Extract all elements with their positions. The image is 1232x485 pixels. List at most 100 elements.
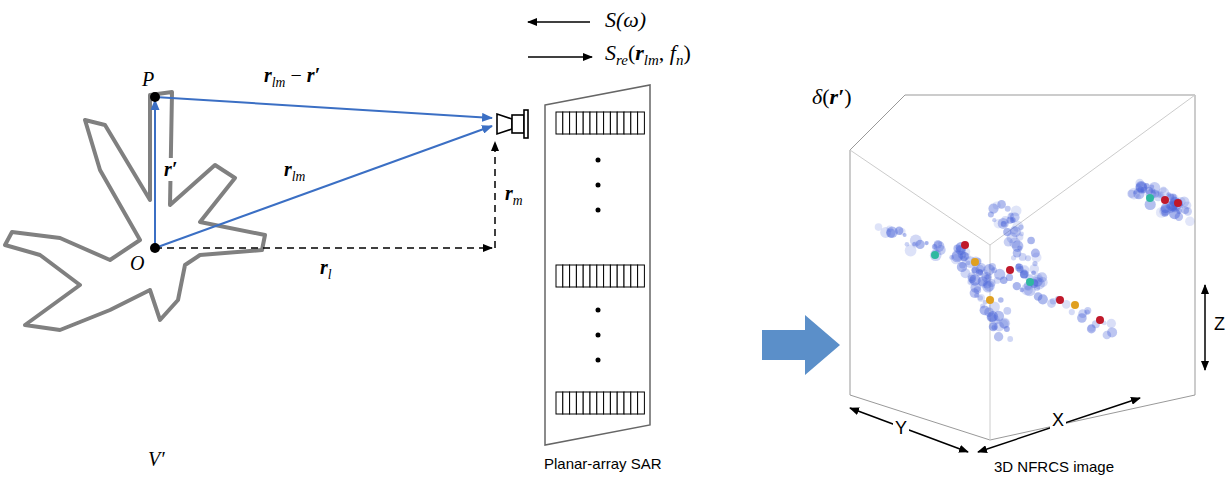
- label-text: X: [1052, 410, 1064, 430]
- label: 3D NFRCS image: [992, 458, 1116, 476]
- label-text: ): [683, 40, 690, 65]
- nfrcs-scatter: [875, 179, 1195, 342]
- scatter-point: [1181, 206, 1189, 214]
- r-l-vector: [155, 247, 492, 249]
- scatter-point: [998, 218, 1009, 229]
- scatter-point: [1013, 282, 1021, 290]
- label: O: [128, 252, 146, 275]
- label-text: O: [130, 252, 144, 274]
- scatter-point: [1027, 237, 1035, 245]
- label-text: Z: [1214, 314, 1225, 334]
- scatter-point: [957, 262, 967, 272]
- r-m-vector: [494, 142, 496, 248]
- array-elements: [556, 112, 644, 414]
- array-cell: [610, 265, 617, 287]
- scatter-peak: [961, 241, 969, 249]
- scatter-point: [1012, 221, 1023, 232]
- scatter-point: [978, 276, 988, 286]
- process-arrow: [762, 315, 840, 375]
- array-cell: [563, 265, 570, 287]
- array-cell: [610, 112, 617, 134]
- label-text: r′: [830, 84, 845, 109]
- label-text: lm: [272, 75, 286, 90]
- scatter-point: [998, 297, 1004, 303]
- scatter-peak: [1071, 301, 1079, 309]
- scatter-point: [1005, 206, 1011, 212]
- scatter-point: [1032, 261, 1037, 266]
- label: Z: [1212, 314, 1227, 335]
- array-cell: [624, 112, 631, 134]
- scatter-point: [1077, 313, 1087, 323]
- array-cell: [631, 392, 638, 414]
- label-text: l: [328, 267, 332, 282]
- array-cell: [631, 265, 638, 287]
- scatter-point: [1031, 270, 1036, 275]
- label-text: r: [320, 256, 328, 278]
- s-re-arrow: [528, 56, 592, 58]
- point-o: [150, 243, 160, 253]
- label-text: lm: [292, 169, 306, 184]
- scatter-point: [1003, 228, 1011, 236]
- label-text: lm: [644, 52, 659, 68]
- array-cell: [590, 392, 597, 414]
- label-text: f: [670, 40, 676, 65]
- array-cell: [556, 392, 563, 414]
- label-text: r: [505, 182, 513, 204]
- label: δ(r′): [810, 84, 854, 109]
- scatter-peak: [1096, 316, 1104, 324]
- scatter-point: [1088, 324, 1096, 332]
- array-cell: [638, 392, 645, 414]
- array-cell: [624, 265, 631, 287]
- scatter-point: [980, 305, 990, 315]
- array-cell: [638, 112, 645, 134]
- scatter-point: [925, 241, 929, 245]
- array-cell: [576, 392, 583, 414]
- array-cell: [570, 112, 577, 134]
- label-text: Y: [895, 418, 907, 438]
- array-cell: [563, 112, 570, 134]
- scatter-point: [1085, 310, 1090, 315]
- scatter-peak: [986, 296, 994, 304]
- array-cell: [556, 112, 563, 134]
- scatter-point: [910, 235, 922, 247]
- label-text: −: [285, 64, 306, 86]
- label-text: r: [284, 158, 292, 180]
- array-cell: [563, 392, 570, 414]
- airplane-outline: [5, 92, 265, 330]
- scatter-point: [992, 218, 996, 222]
- scatter-point: [970, 288, 980, 298]
- scatter-point: [905, 242, 910, 247]
- scatter-point: [967, 279, 972, 284]
- scatter-peak: [1161, 196, 1169, 204]
- label: rl: [318, 256, 334, 282]
- label-text: r′: [164, 158, 177, 180]
- scatter-point: [1133, 191, 1137, 195]
- label-text: r: [264, 64, 272, 86]
- scatter-point: [886, 227, 897, 238]
- horn-antenna: [497, 110, 528, 138]
- label: rm: [503, 182, 525, 208]
- axis-arrows: [850, 285, 1205, 452]
- array-cell: [590, 265, 597, 287]
- scatter-point: [988, 204, 998, 214]
- scatter-peak: [1146, 194, 1154, 202]
- label: V′: [146, 448, 167, 471]
- scatter-point: [1169, 201, 1173, 205]
- scatter-point: [1166, 192, 1171, 197]
- label-text: r: [635, 40, 644, 65]
- image-box: [850, 95, 1195, 440]
- s-omega-arrow: [528, 21, 590, 23]
- array-cell: [597, 112, 604, 134]
- scatter-point: [1069, 309, 1075, 315]
- array-cell: [604, 392, 611, 414]
- label-text: 3D NFRCS image: [994, 458, 1114, 475]
- label-text: S: [605, 40, 616, 65]
- array-cell: [576, 265, 583, 287]
- array-cell: [617, 392, 624, 414]
- array-cell: [570, 392, 577, 414]
- scatter-point: [1146, 187, 1153, 194]
- label: r′: [162, 158, 179, 181]
- label-text: n: [676, 52, 683, 68]
- array-cell: [583, 265, 590, 287]
